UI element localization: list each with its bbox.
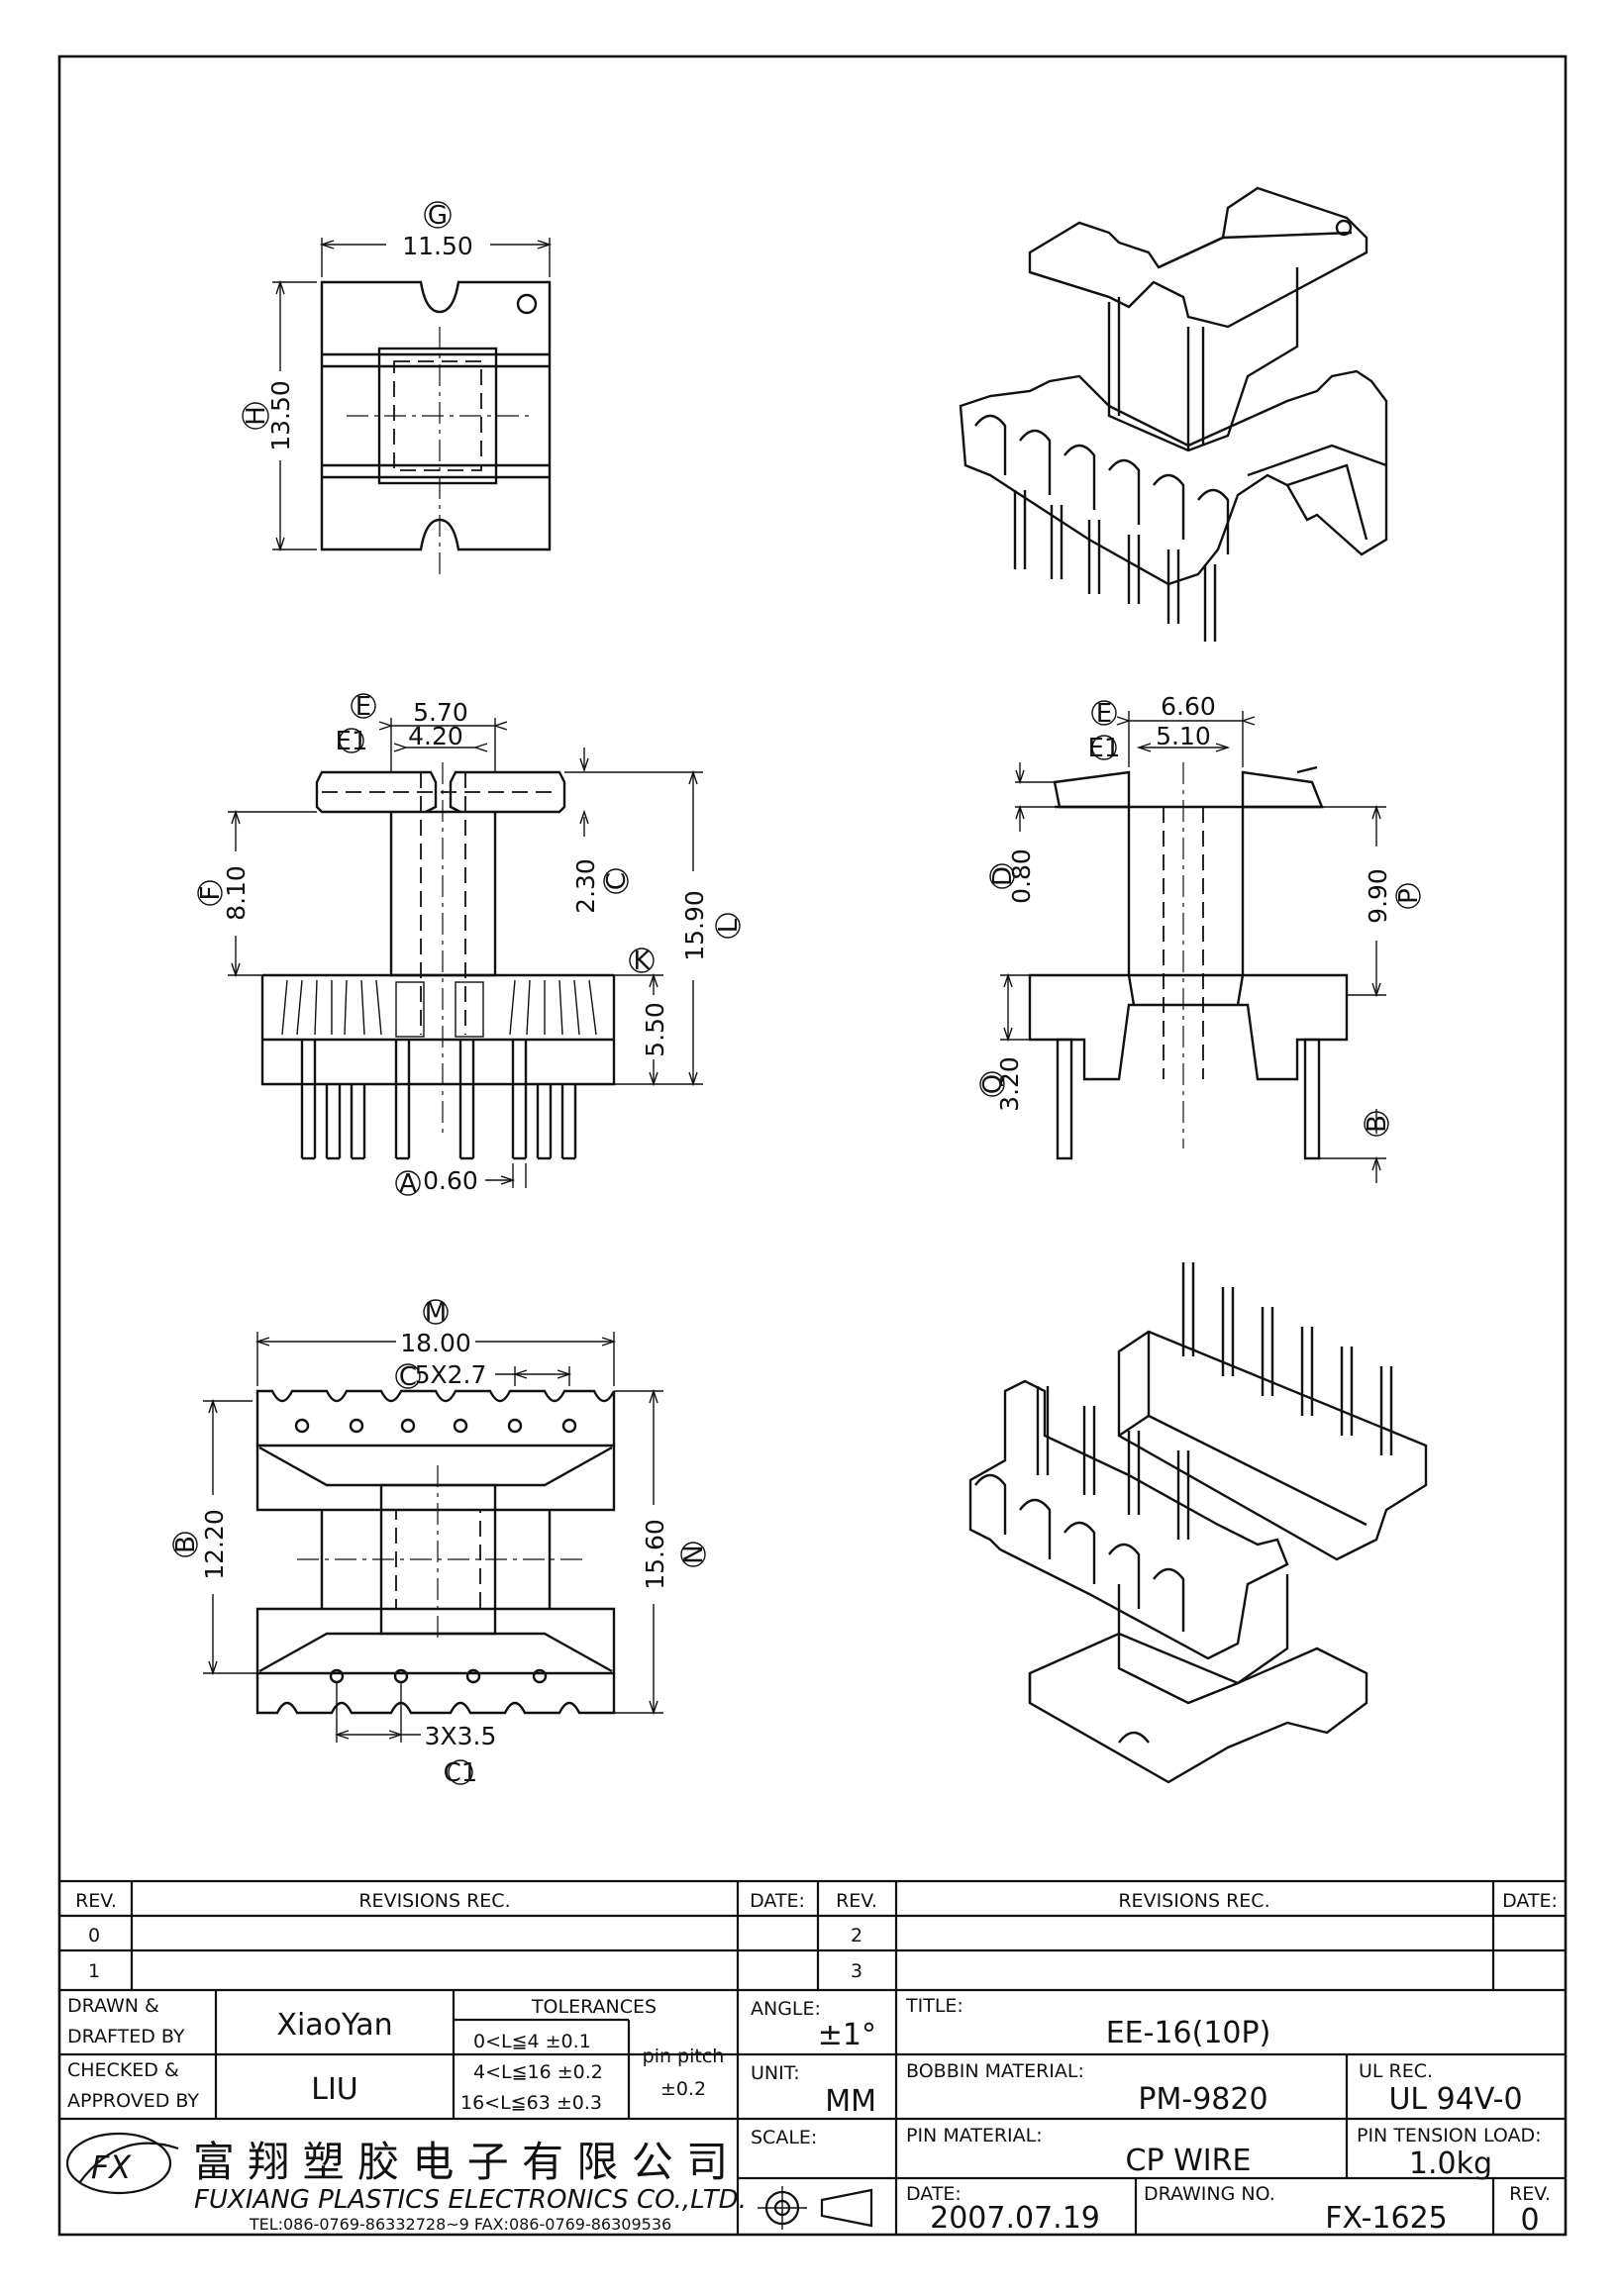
pin-material-label: PIN MATERIAL: [906, 2125, 1043, 2146]
side-q-dim: 3.20 [995, 1056, 1024, 1112]
side-e1-dim: 5.10 [1156, 722, 1211, 750]
company-name-cn: 富 翔 塑 胶 电 子 有 限 公 司 [193, 2138, 728, 2186]
company-name-en: FUXIANG PLASTICS ELECTRONICS CO.,LTD. [194, 2185, 747, 2215]
bottom-c1-symbol: C1 [444, 1758, 478, 1788]
rev-row-0: 0 [88, 1925, 100, 1947]
front-k-symbol: K [633, 947, 651, 976]
front-c-dim: 2.30 [571, 858, 600, 914]
bobbin-material-label: BOBBIN MATERIAL: [906, 2060, 1084, 2082]
bottom-n-dim: 15.60 [641, 1519, 669, 1590]
bottom-c-pitch-dim: 5X2.7 [415, 1360, 487, 1389]
unit-value: MM [825, 2084, 876, 2119]
revisions-header-left: REVISIONS REC. [358, 1890, 510, 1912]
rev-header-left: REV. [75, 1890, 117, 1912]
front-c-symbol: C [602, 872, 632, 890]
pin-tension-label: PIN TENSION LOAD: [1357, 2125, 1542, 2146]
bottom-c-symbol: C [399, 1362, 417, 1392]
title-block: REV. REVISIONS REC. DATE: REV. REVISIONS… [59, 1879, 1566, 2238]
bottom-m-dim: 18.00 [400, 1329, 471, 1357]
pin-material-value: CP WIRE [1126, 2144, 1252, 2178]
side-p-symbol: P [1394, 888, 1424, 904]
title-value: EE-16(10P) [1106, 2016, 1271, 2050]
side-b-symbol: B [1363, 1115, 1392, 1133]
bottom-c1-pitch-dim: 3X3.5 [425, 1722, 497, 1750]
front-pin-dim: 0.60 [423, 1166, 478, 1195]
checked-label-2: APPROVED BY [67, 2090, 199, 2112]
rev-value: 0 [1520, 2203, 1539, 2238]
unit-label: UNIT: [751, 2062, 800, 2084]
front-e-symbol: E [355, 692, 371, 722]
top-width-symbol: G [428, 201, 448, 231]
ul-rec-label: UL REC. [1359, 2060, 1433, 2082]
svg-text:FX: FX [91, 2148, 132, 2186]
top-view: 11.50 G 13.50 H [242, 201, 553, 574]
side-e-dim: 6.60 [1161, 692, 1216, 721]
pin-pitch-label: pin pitch [643, 2046, 725, 2067]
bobbin-material-value: PM-9820 [1138, 2082, 1267, 2117]
tol-row-2: 4<L≦16 ±0.2 [473, 2061, 603, 2083]
front-k-dim: 5.50 [641, 1002, 669, 1057]
side-d-symbol: D [988, 866, 1018, 886]
bottom-b-dim: 12.20 [200, 1509, 229, 1580]
revisions-header-right: REVISIONS REC. [1118, 1890, 1269, 1912]
side-d-dim: 0.80 [1007, 849, 1036, 904]
company-logo-icon: FX [65, 2132, 179, 2195]
front-e-dim: 5.70 [413, 698, 468, 727]
rev-label: REV. [1509, 2183, 1551, 2205]
front-l-symbol: L [714, 918, 744, 933]
side-q-symbol: Q [978, 1074, 1008, 1094]
tol-row-1: 0<L≦4 ±0.1 [473, 2031, 591, 2052]
front-f-dim: 8.10 [222, 865, 251, 921]
date-label: DATE: [906, 2183, 962, 2205]
pin-pitch-value: ±0.2 [660, 2078, 706, 2100]
bottom-view: 18.00 M 5X2.7 C 12.20 B 15.60 N 3X3.5 C1 [171, 1298, 709, 1788]
checked-label-1: CHECKED & [67, 2059, 179, 2081]
company-contact: TEL:086-0769-86332728~9 FAX:086-0769-863… [249, 2215, 671, 2234]
date-value: 2007.07.19 [930, 2201, 1100, 2236]
front-view: 5.70 E 4.20 E1 8.10 F 2.30 C 15.90 L [196, 692, 744, 1199]
side-e-symbol: E [1096, 699, 1112, 729]
isometric-view-top [959, 186, 1388, 642]
drawn-label-2: DRAFTED BY [67, 2026, 185, 2047]
rev-row-2: 2 [851, 1925, 862, 1947]
checked-value: LIU [311, 2072, 358, 2107]
sheet-border [57, 54, 1568, 2237]
top-height-symbol: H [242, 406, 271, 426]
isometric-view-bottom [968, 1262, 1428, 1784]
ul-rec-value: UL 94V-0 [1388, 2082, 1522, 2117]
date-header-right: DATE: [1502, 1890, 1558, 1912]
rev-row-3: 3 [851, 1960, 862, 1982]
front-total-dim: 15.90 [680, 890, 709, 961]
top-height-dim: 13.50 [266, 380, 295, 451]
title-label: TITLE: [905, 1995, 963, 2017]
rev-header-right: REV. [836, 1890, 877, 1912]
bottom-b-symbol: B [171, 1536, 201, 1553]
front-f-symbol: F [196, 886, 226, 901]
bottom-n-symbol: N [679, 1545, 709, 1563]
drawn-label-1: DRAWN & [67, 1995, 159, 2017]
tol-row-3: 16<L≦63 ±0.3 [460, 2092, 602, 2114]
front-e1-symbol: E1 [336, 727, 368, 756]
rev-row-1: 1 [88, 1960, 100, 1982]
angle-label: ANGLE: [751, 1998, 821, 2020]
bottom-m-symbol: M [425, 1298, 447, 1328]
drawn-value: XiaoYan [276, 2008, 392, 2043]
drawing-no-label: DRAWING NO. [1144, 2183, 1275, 2205]
top-width-dim: 11.50 [402, 232, 473, 260]
side-e1-symbol: E1 [1088, 734, 1121, 763]
scale-label: SCALE: [751, 2127, 817, 2148]
side-p-dim: 9.90 [1364, 868, 1392, 924]
date-header-left: DATE: [750, 1890, 805, 1912]
angle-value: ±1° [818, 2018, 876, 2052]
drawing-no-value: FX-1625 [1325, 2201, 1448, 2236]
front-a-symbol: A [399, 1169, 417, 1199]
tolerances-label: TOLERANCES [531, 1996, 657, 2018]
pin-tension-value: 1.0kg [1409, 2146, 1492, 2181]
side-view: 6.60 E 5.10 E1 0.80 D 9.90 P 3.20 Q [978, 692, 1424, 1183]
projection-symbol-icon [758, 2186, 873, 2230]
front-e1-dim: 4.20 [408, 722, 463, 750]
